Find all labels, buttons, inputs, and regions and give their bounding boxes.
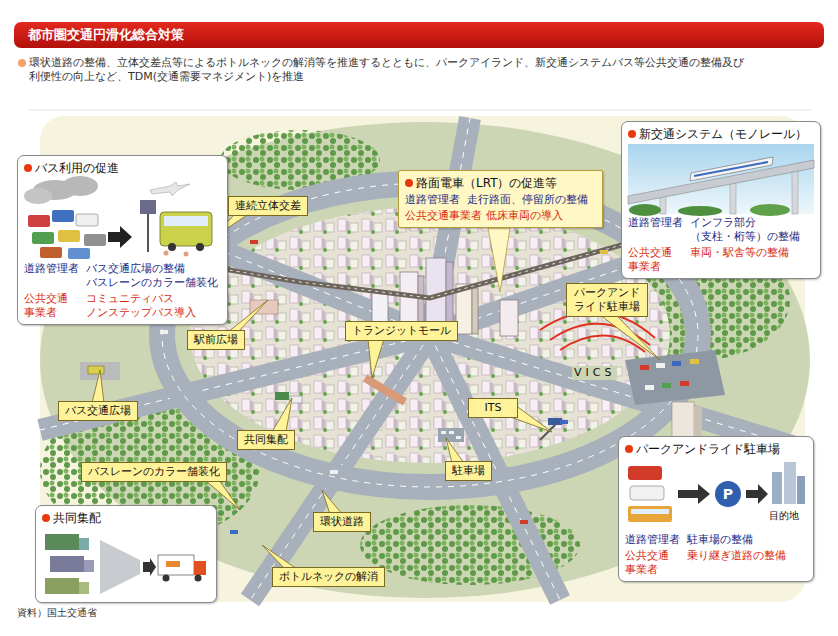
- role-label: 道路管理者: [405, 193, 463, 207]
- callout-text: 駐車場: [452, 464, 485, 478]
- heading-text: 路面電車（LRT）の促進等: [416, 176, 557, 190]
- info-panel: 共同集配: [35, 505, 217, 603]
- info-panel: バス利用の促進道路管理者バス交通広場の整備 バスレーンのカラー舗装化公共交通 事…: [17, 155, 228, 325]
- role-label: 道路管理者: [628, 216, 686, 230]
- picture-area: [24, 178, 221, 260]
- title-bar: [14, 22, 824, 48]
- role-row: 公共交通 事業者車両・駅舎等の整備: [628, 246, 814, 274]
- action-text: 車両・駅舎等の整備: [690, 246, 789, 260]
- role-row: 公共交通事業者低床車両の導入: [405, 209, 596, 223]
- role-row: 公共交通 事業者乗り継ぎ道路の整備: [625, 549, 807, 577]
- callout-text: 連続立体交差: [235, 199, 301, 213]
- callout-text: ITS: [475, 401, 511, 415]
- role-row: 道路管理者インフラ部分 （支柱・桁等）の整備: [628, 216, 814, 244]
- role-row: 道路管理者バス交通広場の整備 バスレーンのカラー舗装化: [24, 262, 221, 290]
- action-text: インフラ部分 （支柱・桁等）の整備: [690, 216, 802, 244]
- callout-text: 駅前広場: [194, 333, 238, 347]
- role-label: 公共交通 事業者: [625, 549, 683, 577]
- callout-text: バス交通広場: [65, 404, 131, 418]
- panel-heading: 路面電車（LRT）の促進等: [405, 175, 596, 191]
- callout-box: パークアンド ライド駐車場: [566, 283, 648, 317]
- action-text: 乗り継ぎ道路の整備: [687, 549, 786, 563]
- callout-box: 共同集配: [237, 430, 295, 450]
- role-label: 公共交通 事業者: [24, 292, 82, 320]
- info-panel: 新交通システム（モノレール） 道路管理者インフラ部分 （支柱・桁等）の整備公共交通…: [621, 121, 821, 279]
- callout-box: ITS: [468, 398, 518, 418]
- action-text: 走行路面、停留所の整備: [467, 193, 588, 207]
- callout-text: 共同集配: [244, 433, 288, 447]
- callout-text: パークアンド ライド駐車場: [573, 286, 641, 314]
- heading-text: バス利用の促進: [35, 161, 119, 175]
- summary-text: 環状道路の整備、立体交差点等によるボトルネックの解消等を推進するとともに、パーク…: [29, 56, 824, 84]
- panel-heading: 新交通システム（モノレール）: [628, 126, 814, 142]
- role-label: 道路管理者: [24, 262, 82, 276]
- panel-heading: 共同集配: [42, 510, 210, 526]
- action-text: 駐車場の整備: [687, 533, 753, 547]
- callout-text: トランジットモール: [352, 324, 451, 338]
- callout-text: 環状道路: [320, 515, 364, 529]
- heading-text: 共同集配: [53, 511, 101, 525]
- callout-box: 環状道路: [313, 512, 371, 532]
- info-panel: パークアンドライド駐車場道路管理者駐車場の整備公共交通 事業者乗り継ぎ道路の整備: [618, 436, 814, 582]
- callout-box: バスレーンのカラー舗装化: [81, 462, 227, 482]
- heading-bullet: [625, 445, 633, 453]
- callout-box: トランジットモール: [345, 321, 458, 341]
- role-label: 道路管理者: [625, 533, 683, 547]
- callout-text: ボトルネックの解消: [279, 570, 378, 584]
- callout-box: 駐車場: [445, 461, 492, 481]
- vics-label: VICS: [572, 366, 617, 380]
- callout-box: 連続立体交差: [228, 196, 308, 216]
- panel-heading: パークアンドライド駐車場: [625, 441, 807, 457]
- callout-box: 駅前広場: [187, 330, 245, 350]
- action-text: コミュニティバス ノンステップバス導入: [86, 292, 198, 320]
- callout-box: バス交通広場: [58, 401, 138, 421]
- picture-area: [628, 144, 814, 214]
- callout-text: バスレーンのカラー舗装化: [88, 465, 220, 479]
- destination-label: 目的地: [769, 510, 799, 522]
- heading-text: 新交通システム（モノレール）: [639, 127, 807, 141]
- role-label: 公共交通事業者: [405, 209, 482, 223]
- callout-box: ボトルネックの解消: [272, 567, 385, 587]
- heading-bullet: [628, 130, 636, 138]
- diagram-title: 都市圏交通円滑化総合対策: [28, 22, 184, 48]
- heading-bullet: [405, 179, 413, 187]
- panel-heading: バス利用の促進: [24, 160, 221, 176]
- parking-mark: P: [723, 487, 733, 501]
- action-text: バス交通広場の整備 バスレーンのカラー舗装化: [86, 262, 220, 290]
- heading-bullet: [42, 514, 50, 522]
- role-row: 公共交通 事業者コミュニティバス ノンステップバス導入: [24, 292, 221, 320]
- role-row: 道路管理者駐車場の整備: [625, 533, 807, 547]
- role-row: 道路管理者走行路面、停留所の整備: [405, 193, 596, 207]
- picture-area: [42, 528, 210, 598]
- heading-text: パークアンドライド駐車場: [636, 442, 780, 456]
- action-text: 低床車両の導入: [486, 209, 563, 223]
- role-label: 公共交通 事業者: [628, 246, 686, 274]
- heading-bullet: [24, 164, 32, 172]
- source-note: 資料）国土交通省: [17, 606, 97, 620]
- info-panel: 路面電車（LRT）の促進等道路管理者走行路面、停留所の整備公共交通事業者低床車両…: [398, 170, 603, 228]
